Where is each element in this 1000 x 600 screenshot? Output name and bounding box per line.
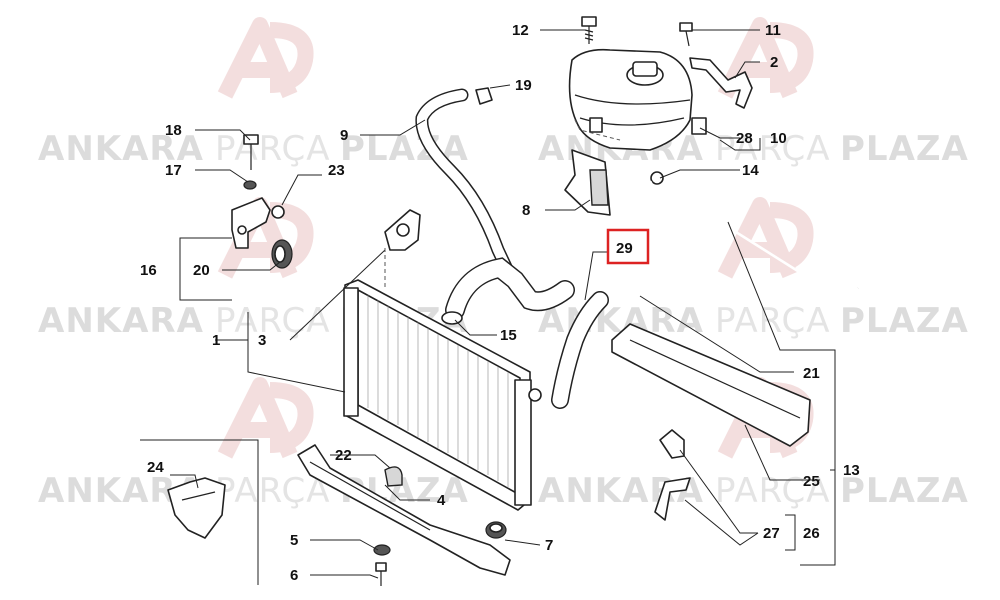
callout-25[interactable]: 25 [803,473,820,490]
part-7-mount[interactable] [485,521,507,539]
callout-29[interactable]: 29 [616,240,633,257]
part-8-tank-mount[interactable] [564,149,611,216]
callout-2[interactable]: 2 [770,54,778,71]
callout-5[interactable]: 5 [290,532,298,549]
part-2-bracket[interactable] [689,57,753,109]
callout-12[interactable]: 12 [512,22,529,39]
part-20-grommet[interactable] [271,239,293,269]
part-27-bracket[interactable] [659,429,685,459]
watermark-word-ankara: ANKARA [38,301,204,341]
part-22-rubber-mount[interactable] [384,466,403,487]
callout-8[interactable]: 8 [522,202,530,219]
part-4-lower-support[interactable] [297,444,511,576]
callout-14[interactable]: 14 [742,162,759,179]
callout-9[interactable]: 9 [340,127,348,144]
watermark-word-plaza: PLAZA [840,471,969,511]
callout-22[interactable]: 22 [335,447,352,464]
part-13-return-pipe[interactable] [630,180,859,294]
watermark-word-parca: PARÇA [215,129,331,169]
watermark-word-ankara: ANKARA [38,129,204,169]
callout-28[interactable]: 28 [736,130,753,147]
part-3-radiator-valve[interactable] [384,209,421,251]
callout-10[interactable]: 10 [770,130,787,147]
callout-26[interactable]: 26 [803,525,820,542]
callout-11[interactable]: 11 [765,22,781,39]
part-9-upper-hose[interactable] [415,88,519,287]
part-26-bracket[interactable] [654,477,691,521]
watermark-word-parca: PARÇA [715,471,831,511]
part-24-clip[interactable] [167,477,226,539]
callout-3[interactable]: 3 [258,332,266,349]
callout-1[interactable]: 1 [212,332,220,349]
callout-24[interactable]: 24 [147,459,164,476]
watermark-word-plaza: PLAZA [840,129,969,169]
leader-lines [140,29,836,585]
callout-20[interactable]: 20 [193,262,210,279]
part-16-bracket[interactable] [231,197,271,249]
part-10-expansion-tank[interactable] [568,48,707,151]
callout-23[interactable]: 23 [328,162,345,179]
part-14-clamp[interactable] [650,171,664,185]
callout-21[interactable]: 21 [803,365,820,382]
part-29-bottom-hose[interactable] [551,291,609,409]
part-1-radiator[interactable] [343,279,542,511]
callout-7[interactable]: 7 [545,537,553,554]
callout-labels: 12 11 2 28 10 14 8 9 19 18 17 23 16 20 1… [140,22,860,584]
watermark-word-plaza: PLAZA [840,301,969,341]
part-11-bolt[interactable] [679,22,693,47]
callout-27[interactable]: 27 [763,525,780,542]
callout-19[interactable]: 19 [515,77,532,94]
callout-4[interactable]: 4 [437,492,446,509]
callout-15[interactable]: 15 [500,327,517,344]
watermark-word-parca: PARÇA [215,301,331,341]
callout-17[interactable]: 17 [165,162,182,179]
watermark-word-parca: PARÇA [715,301,831,341]
part-21-shroud[interactable] [611,323,811,447]
part-23-nut[interactable] [271,205,285,219]
part-19-clip[interactable] [475,87,493,105]
callout-13[interactable]: 13 [843,462,860,479]
part-6-bolt[interactable] [375,562,387,586]
part-18-bolt[interactable] [243,134,259,170]
part-5-washer[interactable] [373,544,391,556]
callout-6[interactable]: 6 [290,567,298,584]
callout-16[interactable]: 16 [140,262,157,279]
radiator-core-mesh [367,295,509,487]
part-15-lower-hose-t[interactable] [441,257,575,325]
highlighted-callout-29[interactable]: 29 [606,228,650,265]
watermark-word-parca: PARÇA [215,471,331,511]
highlight-box [606,228,650,265]
part-12-bolt[interactable] [581,16,597,44]
callout-18[interactable]: 18 [165,122,182,139]
part-17-washer[interactable] [243,180,257,190]
